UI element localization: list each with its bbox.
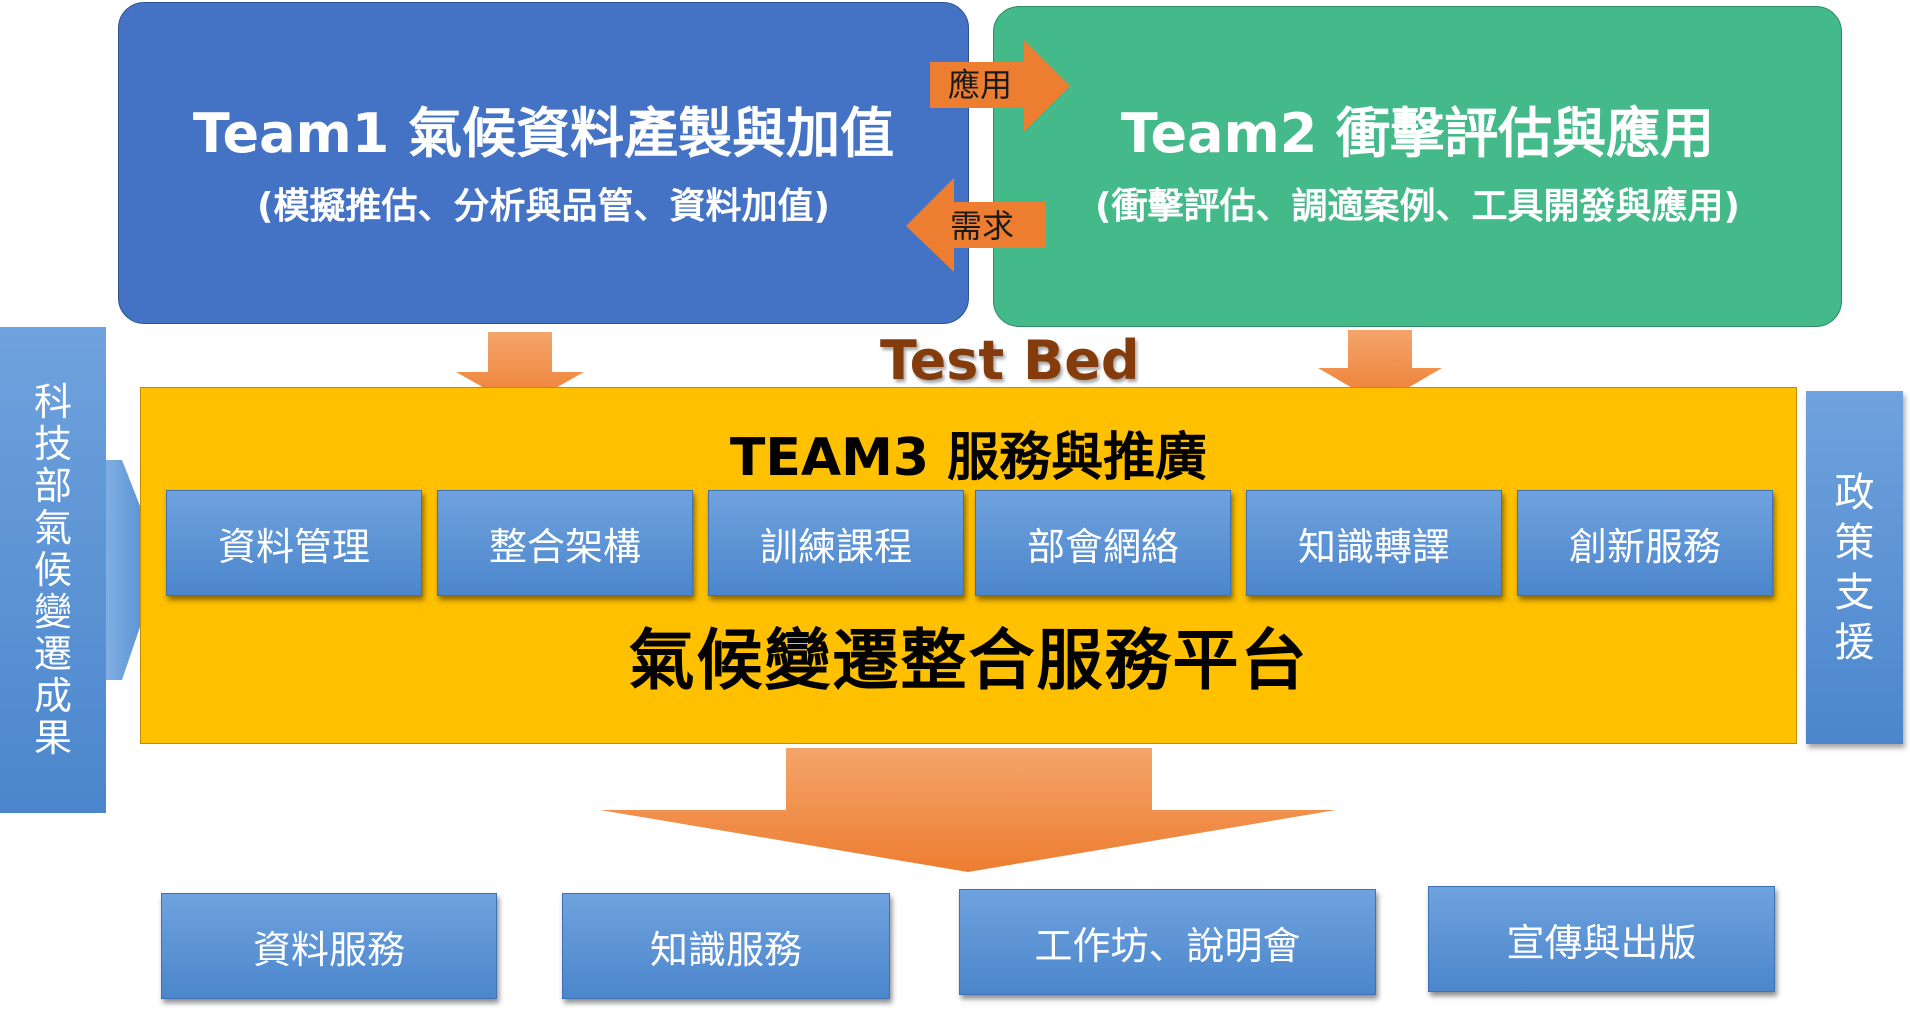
output-knowledge-service: 知識服務 [562, 893, 890, 999]
policy-support-text: 政策支援 [1834, 469, 1875, 666]
service-data-management: 資料管理 [166, 490, 422, 596]
team2-title: Team2 衝擊評估與應用 [1120, 102, 1715, 165]
service-knowledge-translation: 知識轉譯 [1246, 490, 1502, 596]
team1-box: Team1 氣候資料產製與加值 (模擬推估、分析與品管、資料加值) [118, 2, 969, 324]
team2-down-arrow [1318, 330, 1442, 404]
left-input-label: 科技部氣候變遷成果 [0, 327, 106, 813]
output-data-service: 資料服務 [161, 893, 497, 999]
input-arrow [106, 460, 162, 680]
output-publicity-publication: 宣傳與出版 [1428, 886, 1775, 992]
team2-box: Team2 衝擊評估與應用 (衝擊評估、調適案例、工具開發與應用) [993, 6, 1842, 327]
left-input-text: 科技部氣候變遷成果 [34, 380, 73, 760]
platform-output-arrow [600, 748, 1336, 872]
team1-title: Team1 氣候資料產製與加值 [192, 102, 895, 165]
platform-name: 氣候變遷整合服務平台 [628, 622, 1309, 699]
policy-support-label: 政策支援 [1806, 391, 1903, 744]
test-bed-label: Test Bed [880, 329, 1140, 392]
output-workshops: 工作坊、說明會 [959, 889, 1376, 995]
team1-subtitle: (模擬推估、分析與品管、資料加值) [257, 186, 830, 227]
service-ministry-network: 部會網絡 [975, 490, 1231, 596]
team3-title: TEAM3 服務與推廣 [729, 428, 1208, 488]
demand-label: 需求 [950, 207, 1015, 245]
service-innovation: 創新服務 [1517, 490, 1773, 596]
apply-label: 應用 [948, 66, 1013, 104]
team2-subtitle: (衝擊評估、調適案例、工具開發與應用) [1095, 186, 1740, 227]
service-training-courses: 訓練課程 [708, 490, 964, 596]
service-integration-architecture: 整合架構 [437, 490, 693, 596]
